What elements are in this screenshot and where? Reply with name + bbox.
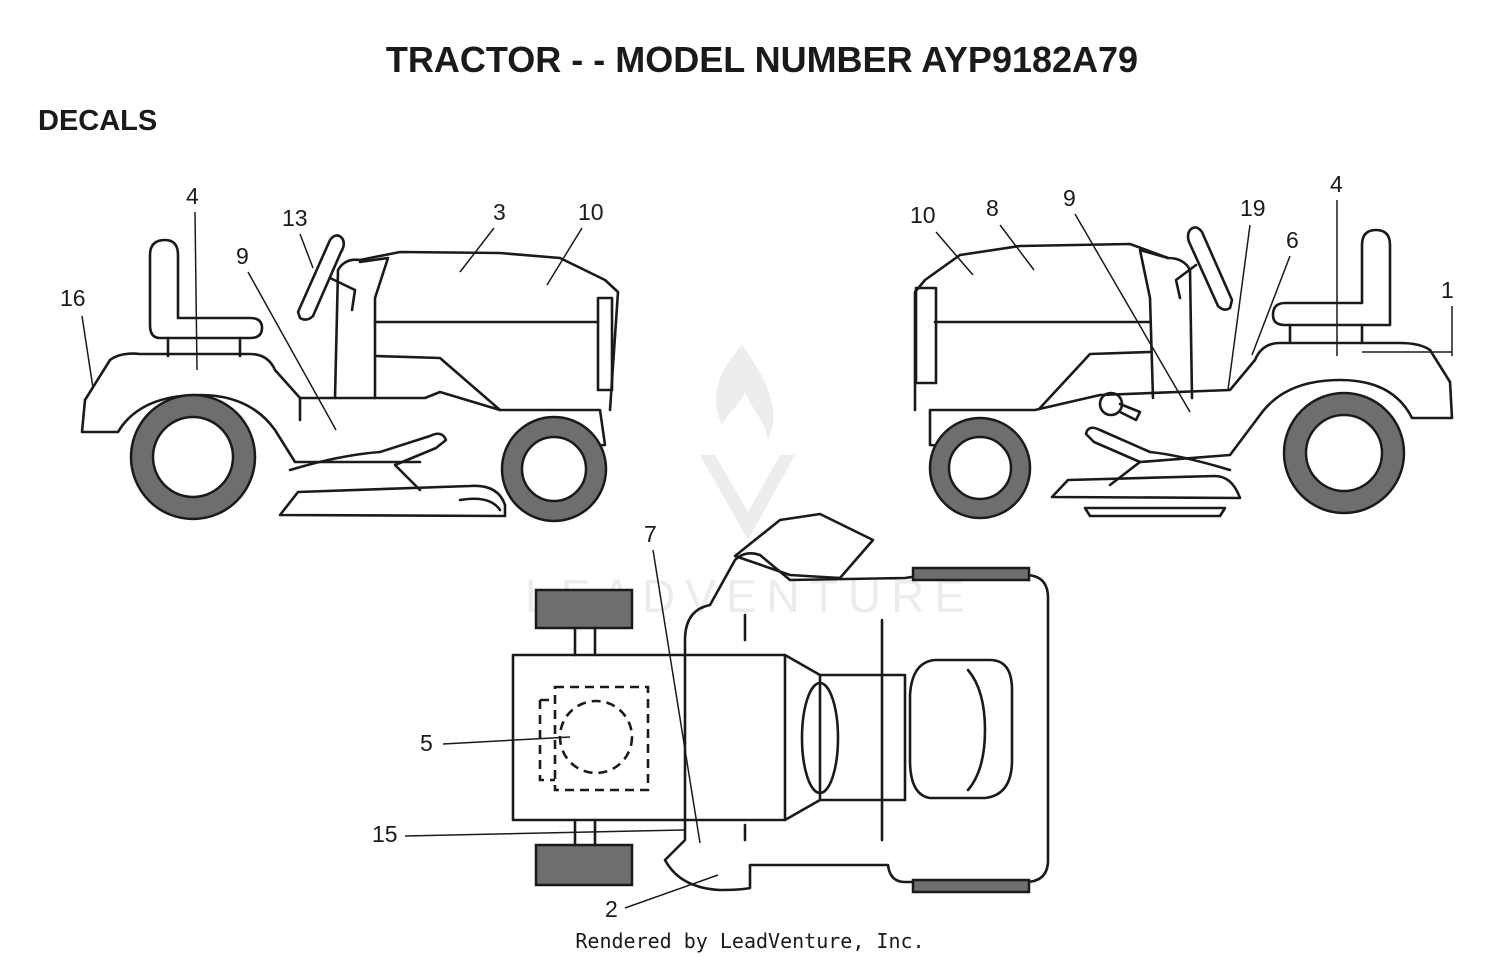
callout-10: 10: [578, 199, 604, 225]
callout-5: 5: [420, 730, 433, 756]
callout-1: 1: [1441, 277, 1454, 303]
callout-7: 7: [644, 521, 657, 547]
tractor-left-side-view: [80, 234, 620, 523]
callout-6: 6: [1286, 227, 1299, 253]
callout-4: 4: [1330, 171, 1343, 197]
top-view-callouts: 7 5 15 2: [372, 521, 719, 922]
callout-9: 9: [236, 243, 249, 269]
section-heading: DECALS: [38, 105, 157, 137]
callout-9: 9: [1063, 185, 1076, 211]
tractor-right-side-view: [913, 226, 1454, 520]
left-view-callouts: 16 4 9 13 3 10: [60, 183, 604, 431]
callout-3: 3: [493, 199, 506, 225]
page-title: TRACTOR - - MODEL NUMBER AYP9182A79: [386, 39, 1138, 80]
callout-16: 16: [60, 285, 86, 311]
callout-2: 2: [605, 896, 618, 922]
callout-10: 10: [910, 202, 936, 228]
callout-8: 8: [986, 195, 999, 221]
callout-4: 4: [186, 183, 199, 209]
callout-19: 19: [1240, 195, 1266, 221]
callout-13: 13: [282, 205, 308, 231]
callout-15: 15: [372, 821, 398, 847]
right-view-callouts: 10 8 9 19 6 4 1: [910, 171, 1454, 413]
rendered-by-footer: Rendered by LeadVenture, Inc.: [575, 929, 924, 953]
